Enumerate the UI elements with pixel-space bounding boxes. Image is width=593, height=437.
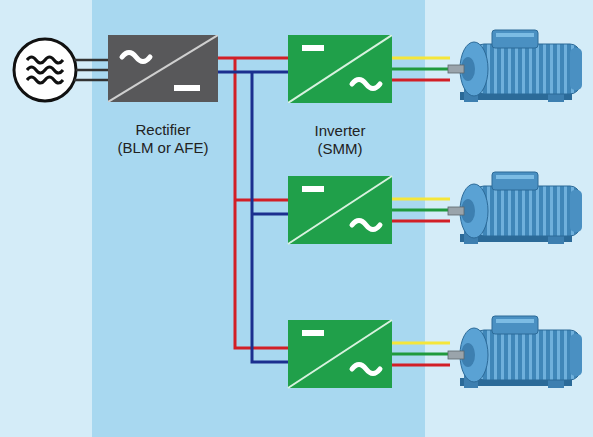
ac-source: [14, 39, 76, 101]
cabinet-panel: [92, 0, 425, 437]
component-label: Rectifier (BLM or AFE): [108, 121, 218, 157]
supply-lines: [74, 60, 108, 80]
converter-body: [108, 35, 218, 102]
dc-bus: [235, 58, 288, 362]
inverter-box: [288, 176, 392, 388]
component-label: Inverter (SMM): [300, 122, 380, 158]
converter-body: [288, 35, 392, 103]
motor: [448, 30, 582, 388]
converter-symbol: [108, 35, 218, 102]
dc-bus-link: [218, 58, 288, 72]
motor-cables: [392, 58, 450, 365]
converter-symbol: [288, 35, 392, 103]
inverter-box: Inverter (SMM): [288, 35, 392, 103]
rectifier-box: Rectifier (BLM or AFE): [108, 35, 218, 102]
